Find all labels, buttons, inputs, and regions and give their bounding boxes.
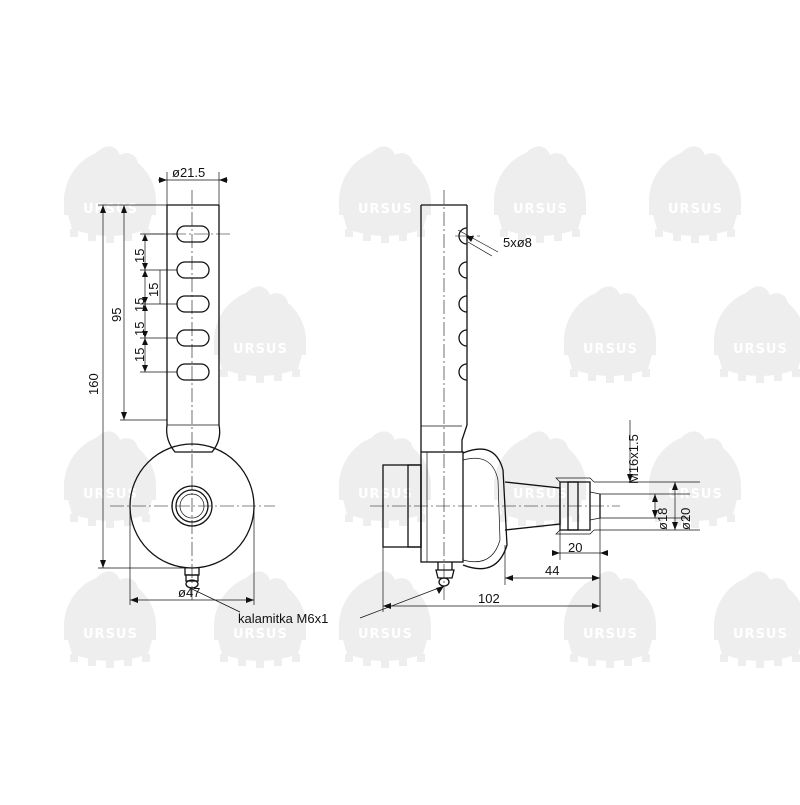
ursus-watermark-text: URSUS — [668, 202, 723, 217]
ursus-logo-icon — [494, 431, 586, 528]
ursus-logo-icon — [214, 286, 306, 383]
ursus-watermark: URSUS — [64, 146, 156, 243]
ursus-watermark: URSUS — [64, 571, 156, 668]
dim-slot-pitch-1: 15 — [132, 249, 147, 263]
ursus-watermark: URSUS — [339, 571, 431, 668]
ursus-watermark: URSUS — [564, 286, 656, 383]
dim-slot-pitch-5: 15 — [132, 348, 147, 362]
ursus-watermark-text: URSUS — [583, 627, 638, 642]
ursus-logo-icon — [339, 571, 431, 668]
ursus-watermark-text: URSUS — [83, 627, 138, 642]
ursus-watermark: URSUS — [494, 431, 586, 528]
dim-total-length: 160 — [86, 373, 101, 395]
ursus-watermark: URSUS — [494, 146, 586, 243]
ursus-watermark: URSUS — [714, 571, 800, 668]
ursus-watermark-text: URSUS — [83, 202, 138, 217]
ursus-watermark-text: URSUS — [358, 202, 413, 217]
ursus-logo-icon — [714, 286, 800, 383]
side-view: 5xø8 M16x1.5 ø18 ø20 20 44 — [370, 190, 700, 612]
ursus-watermark: URSUS — [64, 431, 156, 528]
dim-pin-length: 20 — [568, 540, 582, 555]
watermark-layer: URSUS URSUS URSUS URSUS URSUS URSUS URSUS URSUS… — [64, 146, 800, 668]
ursus-logo-icon — [64, 431, 156, 528]
ursus-watermark-text: URSUS — [513, 487, 568, 502]
ursus-watermark: URSUS — [649, 146, 741, 243]
ursus-watermark-text: URSUS — [733, 627, 788, 642]
ursus-watermark-text: URSUS — [358, 627, 413, 642]
ursus-logo-icon — [494, 146, 586, 243]
ursus-watermark-text: URSUS — [733, 342, 788, 357]
ursus-watermark-text: URSUS — [233, 342, 288, 357]
dim-thread: M16x1.5 — [626, 434, 641, 484]
ursus-watermark: URSUS — [339, 431, 431, 528]
dim-slot-pitch-2: 15 — [146, 283, 161, 297]
ursus-watermark-text: URSUS — [513, 202, 568, 217]
dim-pin-inner-diameter: ø18 — [655, 508, 670, 530]
ursus-watermark-text: URSUS — [583, 342, 638, 357]
dim-holes: 5xø8 — [503, 235, 532, 250]
ursus-logo-icon — [649, 146, 741, 243]
ursus-logo-icon — [339, 146, 431, 243]
dim-pin-outer-diameter: ø20 — [678, 508, 693, 530]
slot-pitch-chain: 15 15 15 15 15 — [132, 233, 177, 373]
dim-slotted-length: 95 — [109, 308, 124, 322]
ursus-watermark: URSUS — [214, 286, 306, 383]
ursus-watermark-text: URSUS — [358, 487, 413, 502]
ursus-watermark-text: URSUS — [668, 487, 723, 502]
ursus-logo-icon — [564, 286, 656, 383]
dim-slot-pitch-3: 15 — [132, 298, 147, 312]
ursus-logo-icon — [714, 571, 800, 668]
dim-shaft-diameter: ø21.5 — [172, 165, 205, 180]
ursus-watermark: URSUS — [214, 571, 306, 668]
hole-notches — [458, 227, 468, 381]
ursus-logo-icon — [64, 146, 156, 243]
front-view: ø21.5 160 95 — [86, 165, 275, 605]
label-grease-nipple: kalamitka M6x1 — [238, 611, 328, 626]
ursus-watermark: URSUS — [714, 286, 800, 383]
ursus-watermark-text: URSUS — [233, 627, 288, 642]
dim-eye-diameter: ø47 — [178, 585, 200, 600]
dim-pin-offset: 44 — [545, 563, 559, 578]
ursus-watermark: URSUS — [649, 431, 741, 528]
dim-overall-width: 102 — [478, 591, 500, 606]
slot-row — [176, 225, 210, 381]
ursus-watermark: URSUS — [339, 146, 431, 243]
ursus-watermark: URSUS — [564, 571, 656, 668]
ursus-watermark-text: URSUS — [83, 487, 138, 502]
ursus-logo-icon — [564, 571, 656, 668]
ursus-logo-icon — [339, 431, 431, 528]
grease-nipple-callout: kalamitka M6x1 — [191, 585, 445, 626]
dim-slot-pitch-4: 15 — [132, 322, 147, 336]
ursus-logo-icon — [64, 571, 156, 668]
